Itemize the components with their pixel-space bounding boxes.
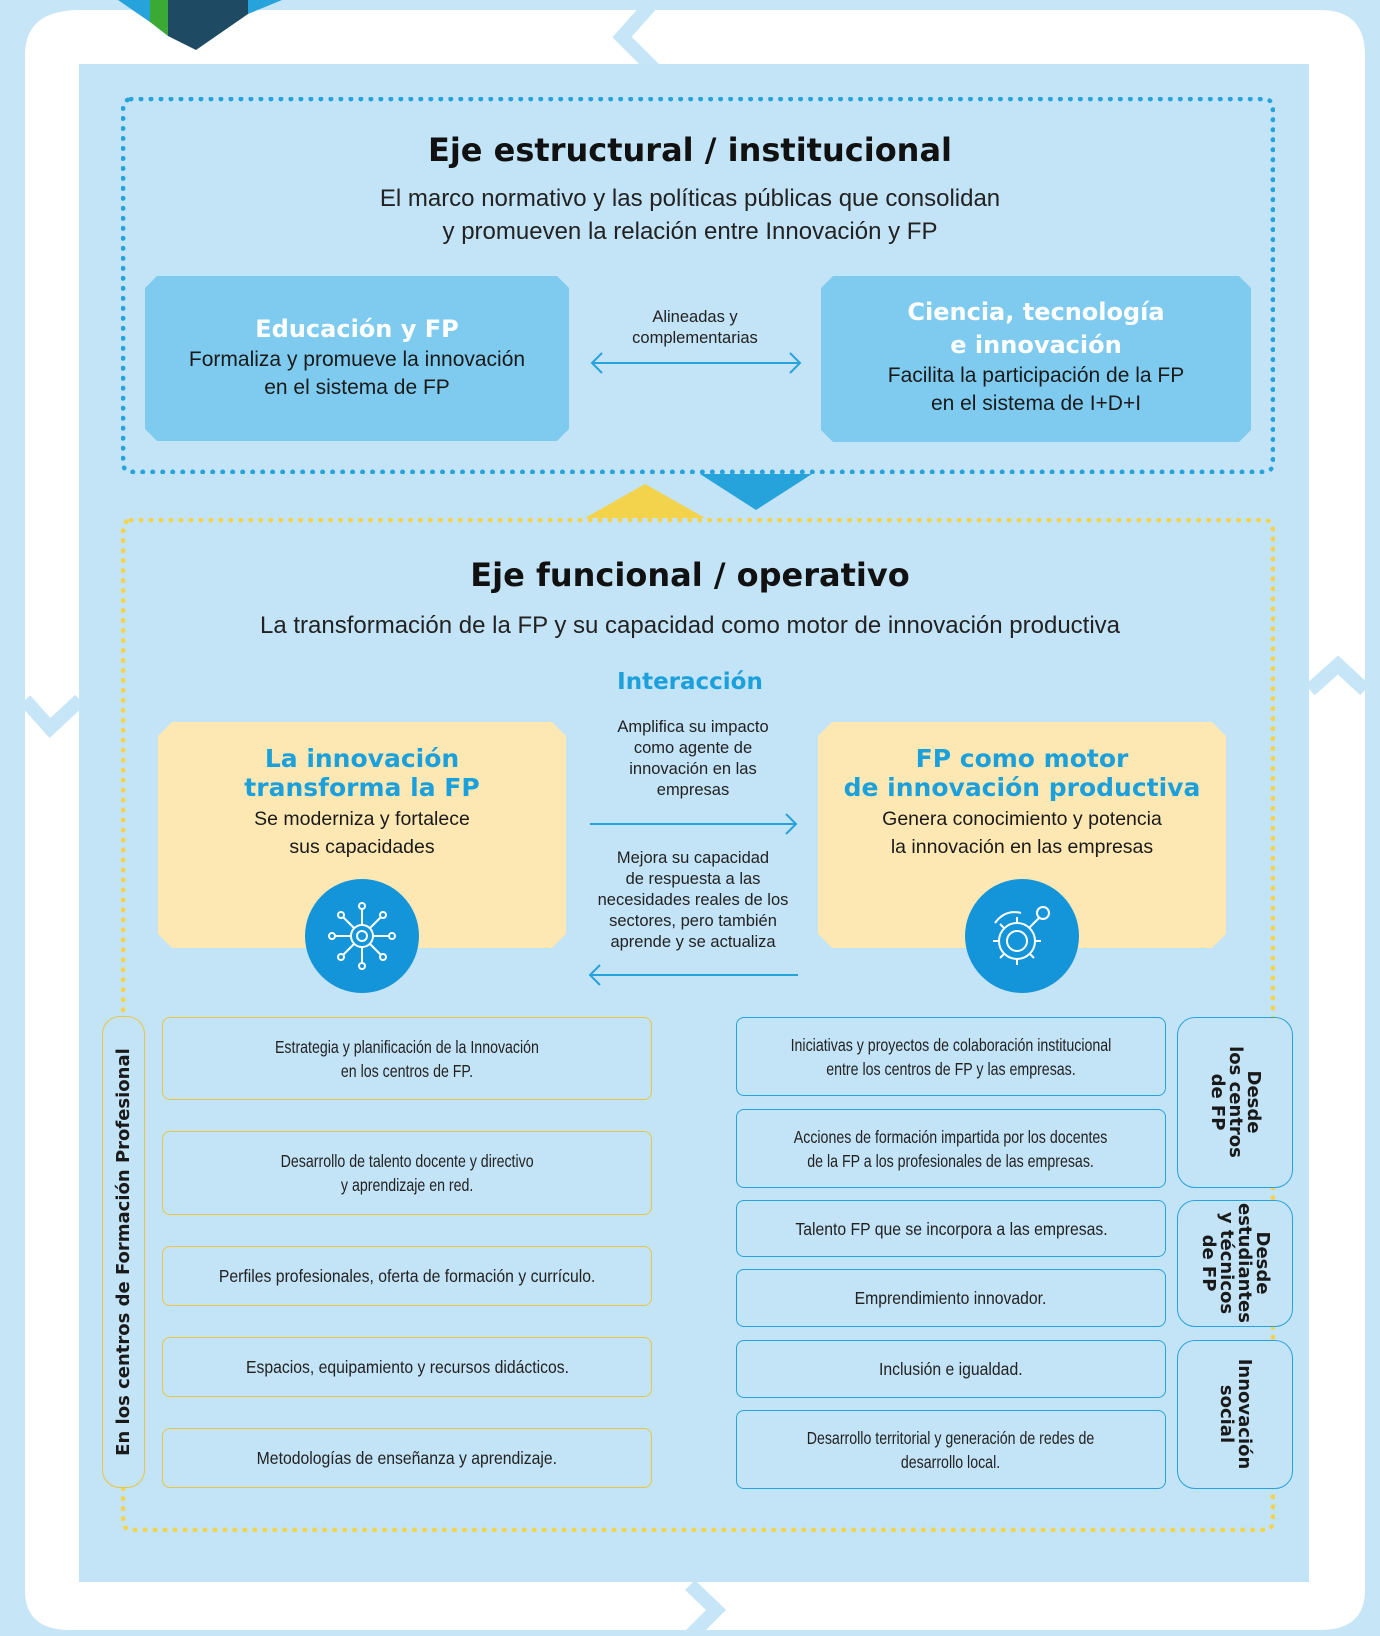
science-tech-title-line1: Ciencia, tecnología [907, 298, 1165, 326]
education-fp-body-line2: en el sistema de FP [264, 376, 450, 399]
right-item-territorial-line2: desarrollo local. [901, 1451, 1001, 1472]
backward-text-line4: sectores, pero también [609, 912, 777, 930]
group-from-centers [1177, 1017, 1293, 1188]
structural-axis-subtitle-line2: y promueven la relación entre Innovación… [442, 218, 938, 245]
group-from-students-label: Desde estudiantes y técnicos de FP [1198, 1203, 1273, 1323]
alignment-label-line2: complementarias [632, 329, 758, 347]
vocational-centers-group [102, 1016, 145, 1488]
functional-axis-title: Eje funcional / operativo [470, 556, 910, 594]
forward-text-line1: Amplifica su impacto [617, 718, 769, 736]
innovation-transforms-body-line2: sus capacidades [289, 836, 435, 858]
right-item-talent-fp: Talento FP que se incorpora a las empres… [736, 1200, 1166, 1257]
science-tech-card: Ciencia, tecnología e innovación Facilit… [821, 276, 1251, 442]
education-fp-title: Educación y FP [255, 315, 459, 343]
left-item-strategy-line2: en los centros de FP. [340, 1060, 474, 1081]
backward-text-line5: aprende y se actualiza [610, 933, 776, 951]
backward-text-line1: Mejora su capacidad [616, 849, 770, 867]
network-node-icon [305, 879, 419, 993]
structural-axis-frame [121, 97, 1275, 474]
right-item-training-line2: de la FP a los profesionales de las empr… [807, 1150, 1095, 1171]
left-item-strategy: Estrategia y planificación de la Innovac… [162, 1017, 652, 1100]
right-item-inclusion: Inclusión e igualdad. [736, 1340, 1166, 1398]
forward-text-line3: innovación en las [629, 760, 757, 778]
left-item-strategy-line1: Estrategia y planificación de la Innovac… [275, 1036, 539, 1057]
science-tech-body-line2: en el sistema de I+D+I [930, 392, 1142, 415]
fp-engine-body-line1: Genera conocimiento y potencia [882, 808, 1162, 830]
forward-text-line2: como agente de [633, 739, 753, 757]
forward-text-line4: empresas [656, 781, 730, 799]
fp-engine-title-line1: FP como motor [915, 744, 1129, 773]
structural-axis-subtitle-line1: El marco normativo y las políticas públi… [379, 185, 1001, 212]
education-fp-card: Educación y FP Formaliza y promueve la i… [145, 276, 569, 441]
alignment-label-line1: Alineadas y [652, 308, 738, 326]
right-item-initiatives-line2: entre los centros de FP y las empresas. [826, 1058, 1076, 1079]
innovation-transforms-body-line1: Se moderniza y fortalece [254, 808, 470, 830]
fp-engine-title-line2: de innovación productiva [843, 773, 1201, 802]
logo-icon [118, 0, 282, 50]
left-item-talent-line1: Desarrollo de talento docente y directiv… [280, 1151, 534, 1171]
right-item-initiatives: Iniciativas y proyectos de colaboración … [736, 1017, 1166, 1096]
education-fp-body-line1: Formaliza y promueve la innovación [188, 348, 526, 371]
left-arrow-icon [588, 964, 798, 986]
left-item-talent-line2: y aprendizaje en red. [340, 1175, 474, 1195]
backward-interaction-text: Mejora su capacidad de respuesta a las n… [580, 848, 806, 953]
functional-axis-subtitle: La transformación de la FP y su capacida… [259, 612, 1121, 639]
fp-engine-body-line2: la innovación en las empresas [890, 836, 1154, 858]
science-tech-title-line2: e innovación [950, 331, 1122, 359]
backward-text-line3: necesidades reales de los [597, 891, 789, 909]
gear-innovation-icon [965, 879, 1079, 993]
right-item-territorial-line1: Desarrollo territorial y generación de r… [807, 1427, 1095, 1448]
interaction-label: Interacción [617, 669, 763, 695]
alignment-label: Alineadas y complementarias [590, 307, 800, 349]
group-social-innovation [1177, 1340, 1293, 1489]
innovation-transforms-title-line2: transforma la FP [244, 773, 480, 802]
group-social-innovation-label: Innovación social [1216, 1358, 1255, 1470]
science-tech-body-line1: Facilita la participación de la FP [887, 364, 1185, 387]
right-item-training-actions: Acciones de formación impartida por los … [736, 1109, 1166, 1188]
group-from-students [1177, 1200, 1293, 1327]
left-item-spaces: Espacios, equipamiento y recursos didáct… [162, 1337, 652, 1397]
vocational-centers-label: En los centros de Formación Profesional [113, 1048, 134, 1456]
right-item-territorial: Desarrollo territorial y generación de r… [736, 1410, 1166, 1489]
double-arrow-icon [590, 352, 802, 374]
group-from-centers-label: Desde los centros de FP [1207, 1046, 1264, 1158]
structural-axis-title: Eje estructural / institucional [427, 131, 953, 169]
backward-text-line2: de respuesta a las [625, 870, 761, 888]
left-item-talent: Desarrollo de talento docente y directiv… [162, 1131, 652, 1215]
right-arrow-icon [590, 813, 798, 835]
right-item-training-line1: Acciones de formación impartida por los … [794, 1126, 1108, 1147]
left-item-profiles: Perfiles profesionales, oferta de formac… [162, 1246, 652, 1306]
left-item-methodologies: Metodologías de enseñanza y aprendizaje. [162, 1428, 652, 1488]
forward-interaction-text: Amplifica su impacto como agente de inno… [585, 717, 801, 801]
right-item-entrepreneurship: Emprendimiento innovador. [736, 1269, 1166, 1327]
innovation-transforms-title-line1: La innovación [264, 744, 460, 773]
right-item-initiatives-line1: Iniciativas y proyectos de colaboración … [790, 1034, 1112, 1055]
